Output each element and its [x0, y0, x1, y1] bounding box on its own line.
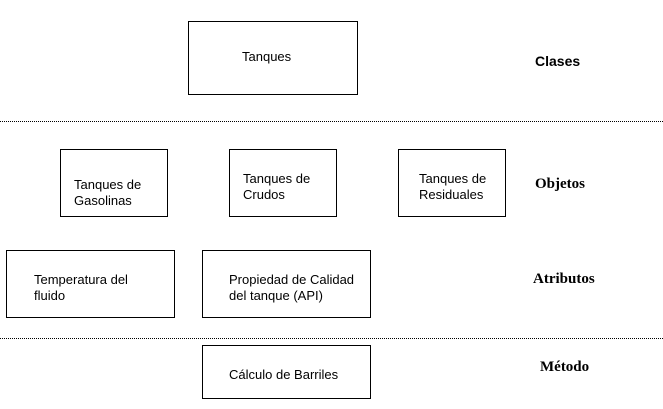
object-box-text: Tanques de Crudos: [243, 171, 311, 202]
attribute-box-text: Temperatura del fluido: [34, 272, 128, 303]
method-label: Método: [540, 359, 590, 375]
object-box-gasolinas: Tanques de Gasolinas: [60, 149, 168, 217]
attribute-box-temperatura: Temperatura del fluido: [6, 250, 175, 318]
method-box-barriles: Cálculo de Barriles: [202, 345, 371, 399]
attribute-box-api: Propiedad de Calidad del tanque (API): [202, 250, 371, 318]
object-box-crudos: Tanques de Crudos: [229, 149, 337, 217]
object-box-residuales: Tanques de Residuales: [398, 149, 506, 217]
object-box-text: Tanques de Gasolinas: [74, 177, 142, 208]
class-box-tanques: Tanques: [188, 21, 358, 95]
attribute-box-text: Propiedad de Calidad del tanque (API): [229, 272, 355, 303]
attributes-label: Atributos: [533, 271, 595, 287]
object-box-text: Tanques de Residuales: [419, 171, 487, 202]
method-box-text: Cálculo de Barriles: [229, 367, 339, 382]
class-box-text: Tanques: [242, 49, 292, 64]
separator-top: [0, 121, 663, 122]
separator-bottom: [0, 338, 663, 339]
classes-label: Clases: [535, 53, 581, 69]
objects-label: Objetos: [535, 176, 585, 192]
